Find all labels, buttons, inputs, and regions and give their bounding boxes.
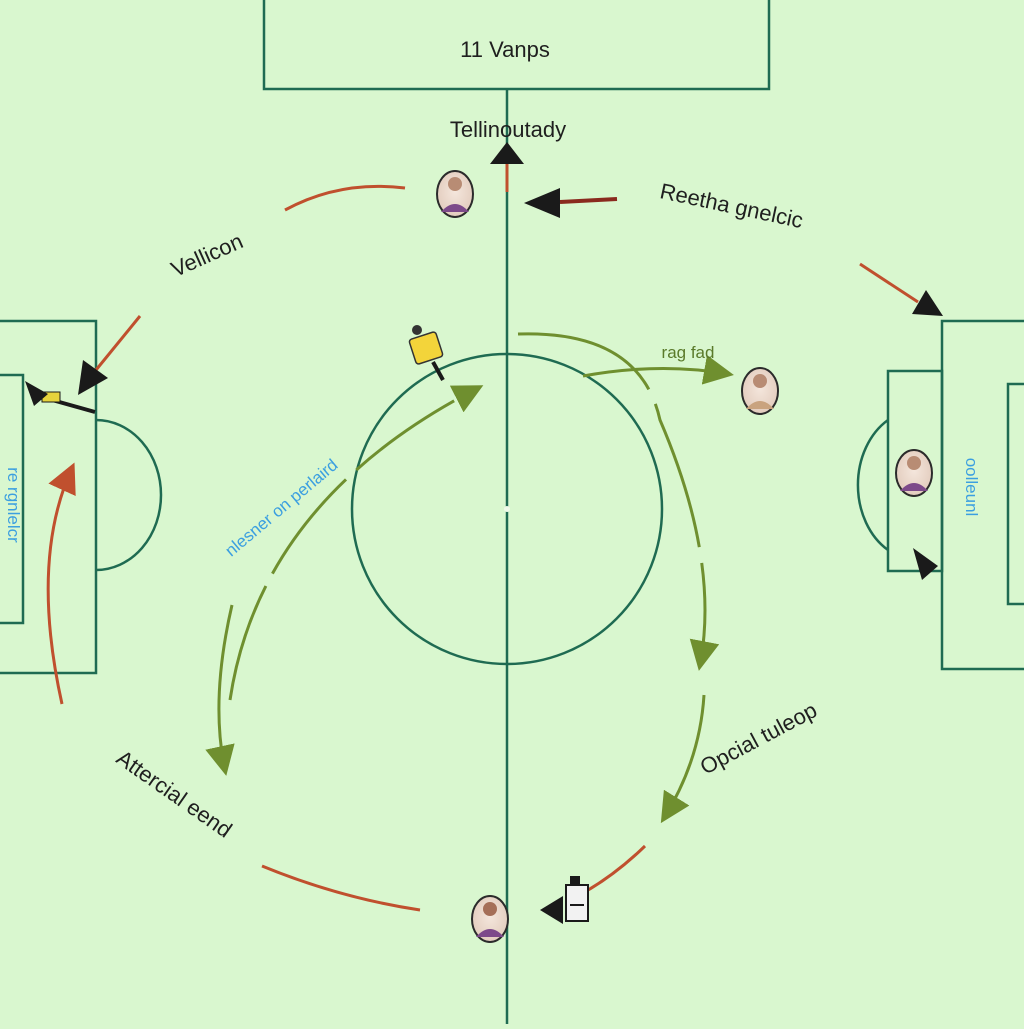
left-goal-box: [0, 373, 25, 625]
right-goal-label: oolleunl: [962, 458, 981, 517]
player-icon: [895, 449, 933, 497]
left-green-down-arrow: [205, 604, 235, 776]
lower-left-red-arc: [261, 864, 421, 912]
upper-left-red-arc: [284, 184, 406, 212]
left-red-curve: [46, 462, 76, 705]
lower-right-green-arrow: [660, 694, 706, 824]
center-top-arrowhead: [490, 142, 524, 164]
right-green-short-arrow: [582, 355, 734, 385]
right-goal-arrowhead: [912, 290, 943, 316]
top-box: [262, 0, 771, 91]
left-goal-label: re rgnlelcr: [4, 467, 23, 543]
flag-icon: [565, 876, 589, 922]
bottom-arrowhead: [540, 896, 563, 924]
right-goal-box: [886, 369, 944, 573]
top-center-label: Tellinoutady: [450, 117, 566, 142]
left-penalty-box: [0, 319, 98, 675]
top-right-pointer-head: [524, 188, 560, 218]
right-green-down-arrow: [517, 332, 720, 671]
left-goal-arrow-line: [94, 315, 142, 371]
top-box-title: 11 Vanps: [460, 37, 550, 62]
referee-icon: [408, 325, 445, 381]
center-circle: [350, 352, 664, 666]
right-goal-line-box: [1006, 382, 1024, 606]
center-spot: [504, 506, 510, 512]
left-penalty-arc: [95, 418, 163, 572]
top-right-pointer-line: [559, 197, 618, 204]
player-icon: [436, 170, 474, 218]
right-goal-small-arrowhead: [913, 548, 938, 580]
left-green-up-arrow: [228, 385, 484, 701]
right-penalty-arc: [856, 418, 889, 552]
small-mid-right-label: rag fad: [662, 343, 715, 362]
whistle-icon: [25, 381, 96, 414]
player-icon: [741, 367, 779, 415]
player-icon: [471, 895, 509, 943]
right-goal-arrow-line: [859, 262, 919, 304]
left-goal-arrowhead: [78, 360, 108, 395]
